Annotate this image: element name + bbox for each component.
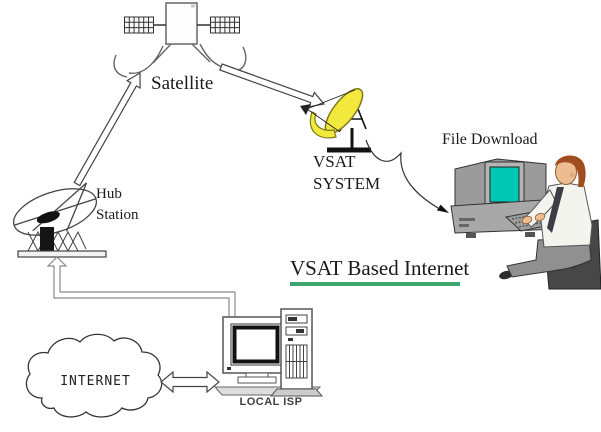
tie — [547, 187, 564, 233]
person — [499, 155, 601, 290]
satellite-label: Satellite — [151, 73, 214, 94]
internet-isp-double-arrow — [160, 370, 220, 394]
vsat-system-label-line1: VSAT — [313, 152, 356, 171]
local-isp-computer-graphic — [213, 308, 324, 397]
isp-monitor-screen — [232, 325, 280, 364]
solar-panel-right — [210, 16, 240, 34]
shoe — [499, 270, 513, 280]
file-download-label: File Download — [442, 131, 538, 148]
hub-tower-lattice — [27, 230, 87, 253]
vsat-to-pc-arrow — [365, 139, 449, 213]
vsat-system-label-line2: SYSTEM — [313, 174, 381, 193]
local-isp-label: LOCAL ISP — [239, 396, 303, 408]
arm — [523, 189, 557, 228]
vsat-feed-horn — [300, 104, 311, 115]
isp-tower — [269, 308, 324, 397]
hand — [534, 212, 546, 222]
ear — [569, 172, 575, 178]
vsat-system-label: VSAT SYSTEM — [313, 151, 380, 195]
hand — [521, 215, 533, 225]
hub-station-graphic — [12, 182, 107, 258]
monitor-screen — [489, 166, 520, 203]
satellite-body — [165, 2, 198, 45]
hub-station-label: Hub Station — [96, 184, 139, 226]
downlink-arrow — [219, 63, 326, 108]
solar-panel-left — [124, 16, 154, 34]
legs — [506, 236, 592, 278]
vsat-dish-arm — [309, 111, 337, 139]
title-underline — [290, 282, 460, 286]
user-workstation-graphic — [450, 155, 601, 290]
diagram-title: VSAT Based Internet — [290, 256, 470, 280]
hub-station-label-line1: Hub — [96, 186, 122, 202]
vsat-dish-graphic — [300, 88, 371, 153]
uplink-arrow — [73, 71, 141, 187]
internet-cloud-label: INTERNET — [60, 374, 131, 389]
hub-dish-feed — [36, 211, 60, 224]
hub-tower-mast — [40, 227, 54, 251]
internet-cloud-graphic — [25, 333, 163, 418]
satellite-graphic — [113, 2, 247, 78]
hub-platform — [17, 250, 107, 258]
cloud-shape — [25, 333, 163, 418]
isp-to-hub-arrow — [46, 256, 236, 319]
satellite-body-notch — [191, 4, 195, 8]
hair — [555, 155, 586, 187]
hub-station-label-line2: Station — [96, 207, 139, 223]
